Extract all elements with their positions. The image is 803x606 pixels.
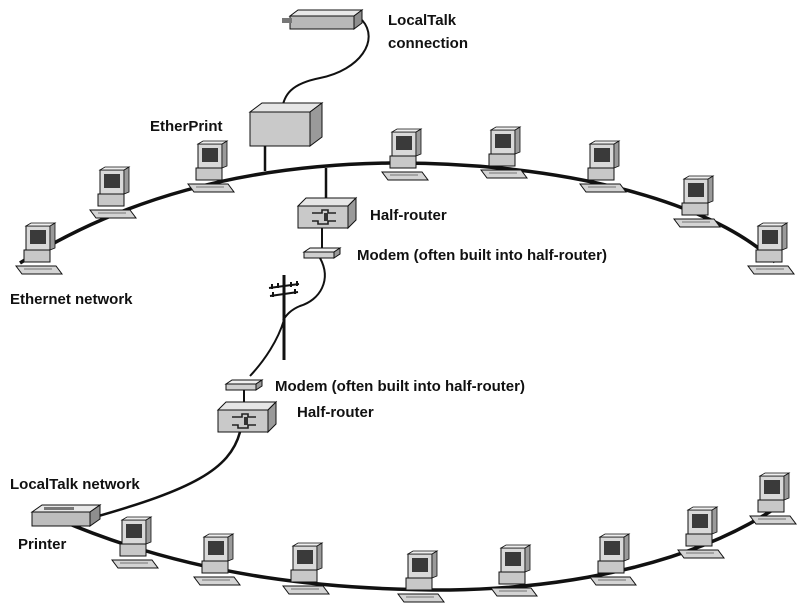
half-router-top-label: Half-router (370, 207, 447, 224)
modem-bottom-label: Modem (often built into half-router) (275, 378, 525, 395)
localtalk-connection-cable (281, 19, 370, 109)
localtalk-computer-icon (589, 533, 637, 586)
phone-line-top (282, 257, 326, 321)
modem-top-icon (303, 247, 341, 259)
half-router-top-icon (297, 197, 357, 229)
localtalk-computer-icon (193, 533, 241, 586)
modem-bottom-icon (225, 379, 263, 391)
router-to-printer-cable (94, 431, 242, 519)
phone-line-bottom (249, 319, 285, 377)
ethernet-computer-icon (673, 175, 721, 228)
localtalk-computer-icon (677, 506, 725, 559)
ethernet-network-label: Ethernet network (10, 291, 133, 308)
localtalk-connection-label-line1: LocalTalk (388, 12, 457, 29)
localtalk-computer-icon (749, 472, 797, 525)
ethernet-computer-icon (381, 128, 429, 181)
localtalk-connection-label-line2: connection (388, 35, 468, 52)
ethernet-computer-icon (89, 166, 137, 219)
half-router-bottom-label: Half-router (297, 404, 374, 421)
localtalk-computer-icon (397, 550, 445, 603)
printer-icon (30, 504, 102, 527)
modem-top-label: Modem (often built into half-router) (357, 247, 607, 264)
ethernet-computer-icon (480, 126, 528, 179)
ethernet-computer-icon (187, 140, 235, 193)
half-router-bottom-icon (217, 401, 277, 433)
printer-label: Printer (18, 536, 67, 553)
etherprint-box-icon (248, 102, 324, 147)
telephone-pole-icon (268, 275, 300, 360)
localtalk-connection-device-icon (282, 9, 364, 30)
etherprint-label: EtherPrint (150, 118, 223, 135)
ethernet-computer-icon (579, 140, 627, 193)
ethernet-computer-icon (747, 222, 795, 275)
localtalk-computer-icon (282, 542, 330, 595)
ethernet-computer-icon (15, 222, 63, 275)
localtalk-computer-icon (490, 544, 538, 597)
localtalk-network-label: LocalTalk network (10, 476, 140, 493)
